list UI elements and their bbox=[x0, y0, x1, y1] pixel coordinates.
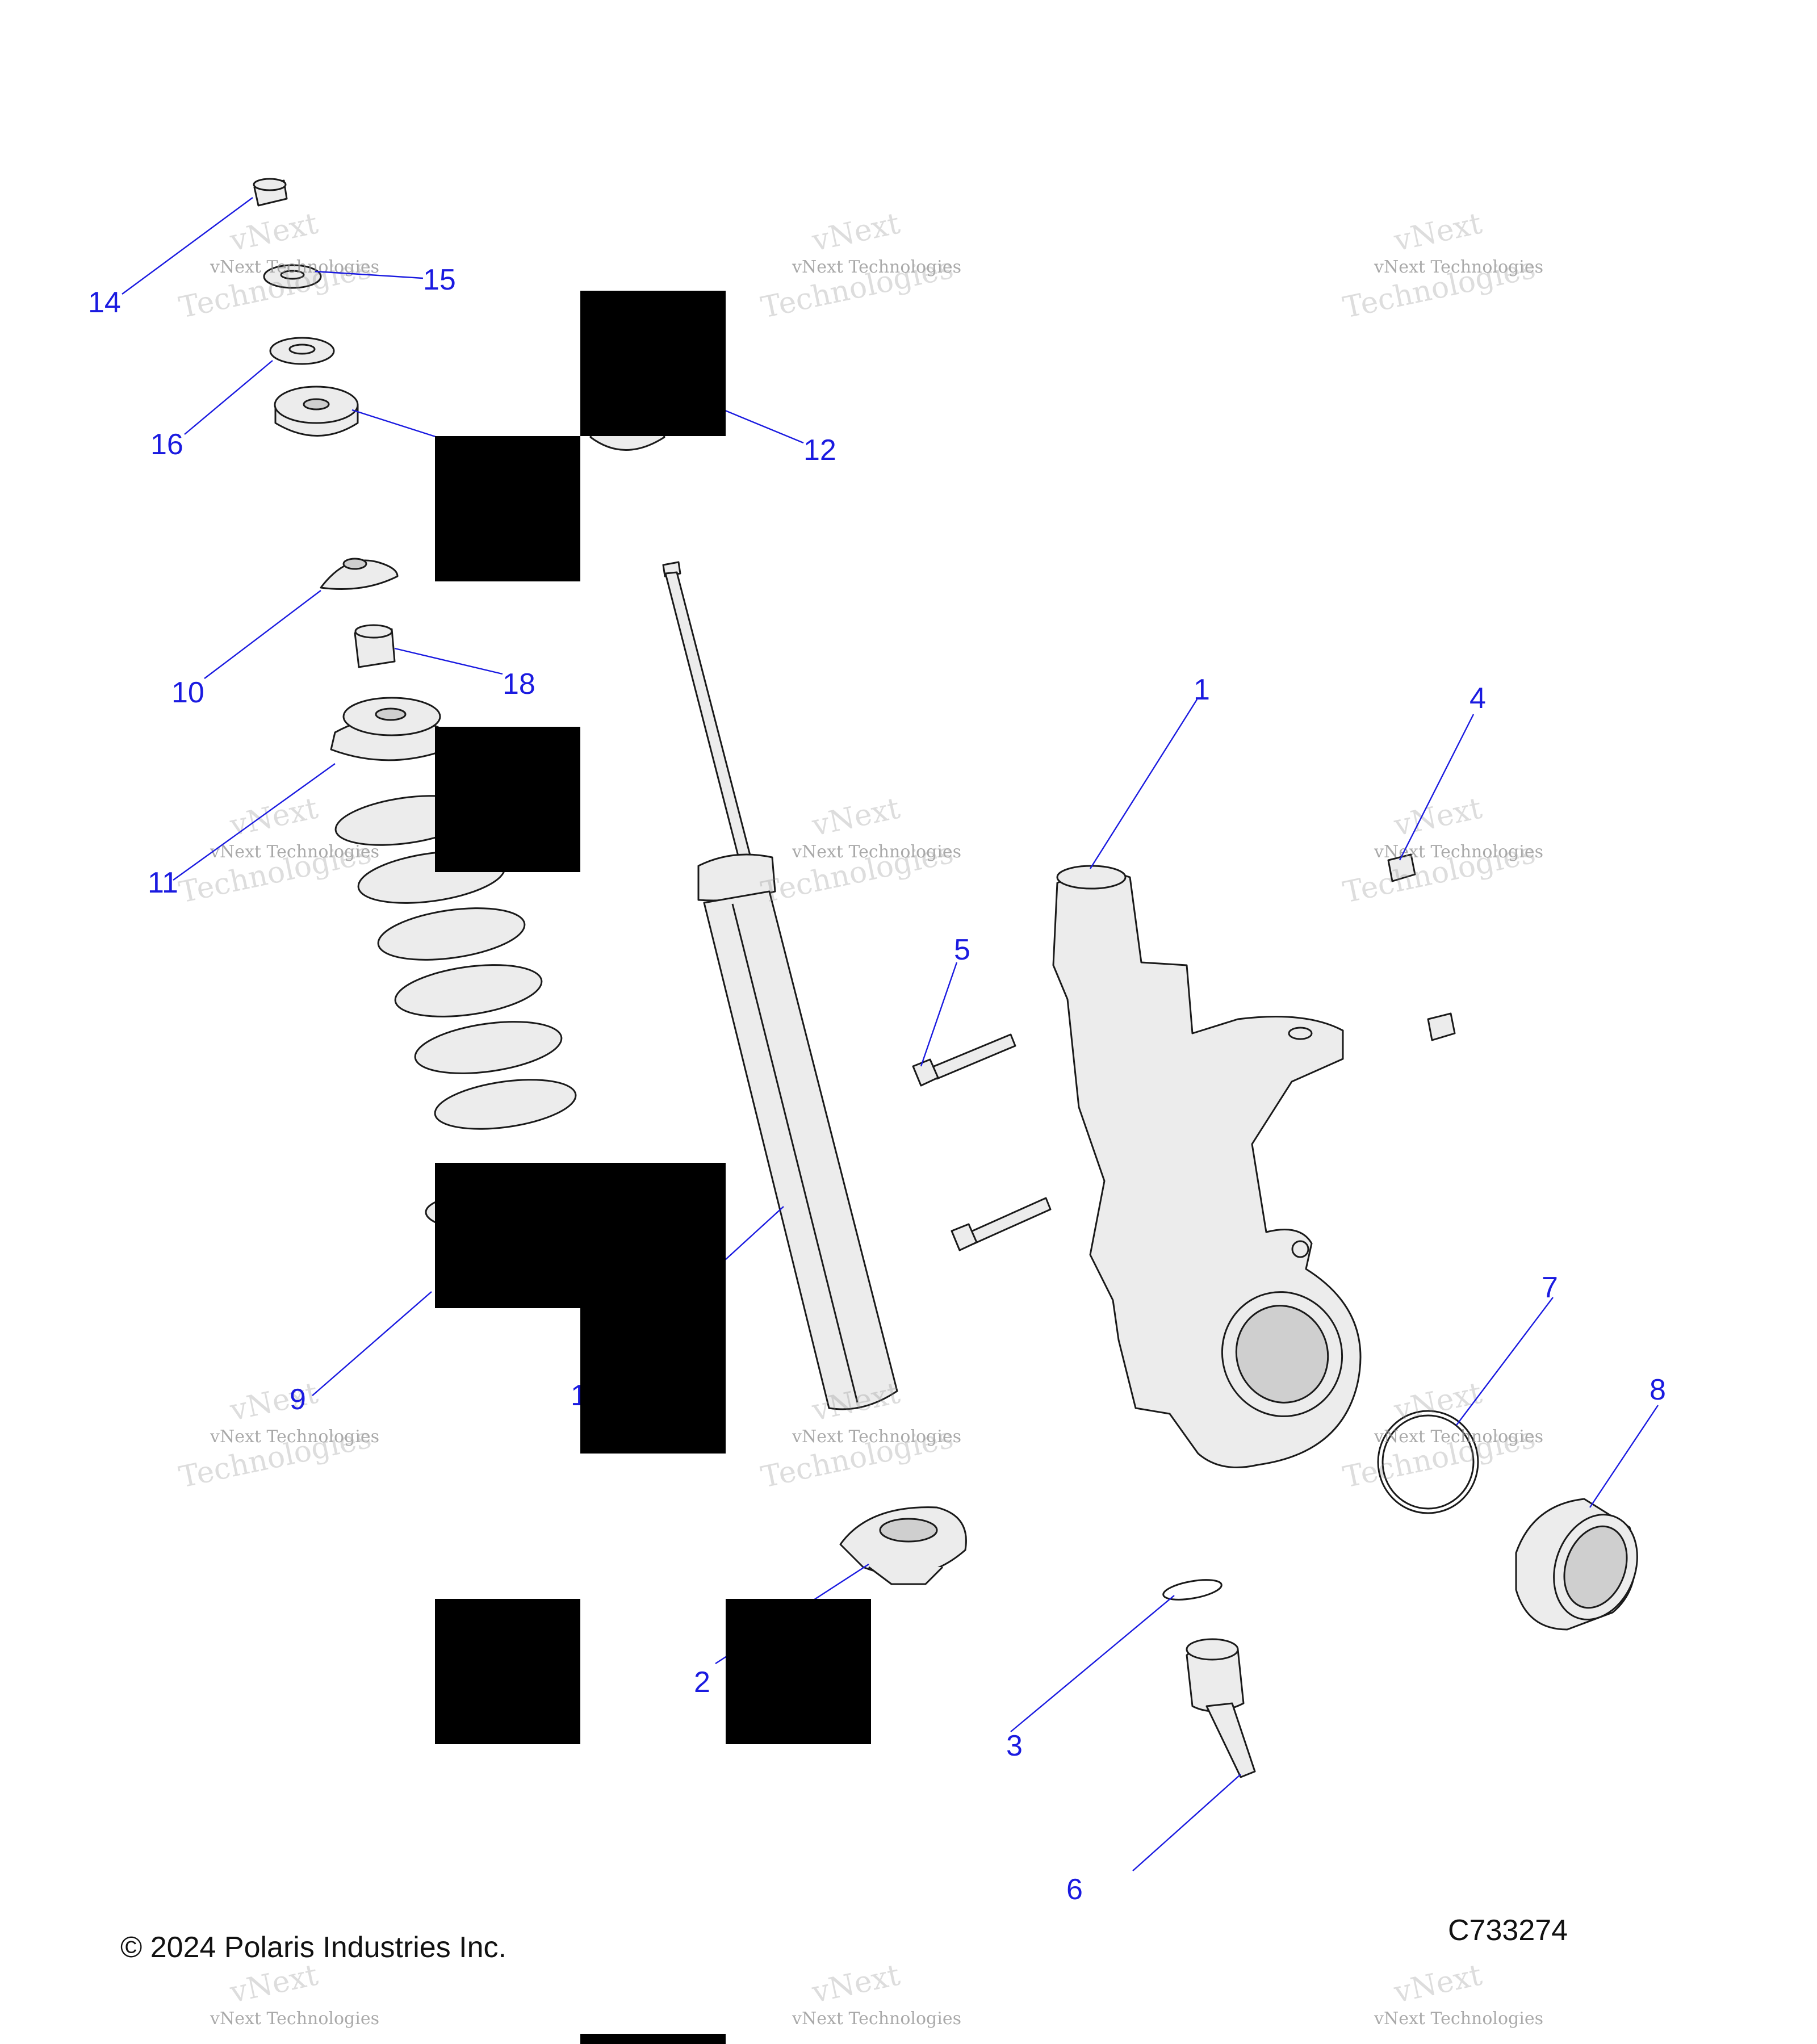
callout-16: 16 bbox=[150, 428, 183, 461]
watermark: vNext Technologies vNext Technologies bbox=[758, 1376, 961, 1495]
redaction-block bbox=[435, 727, 580, 872]
svg-text:vNext Technologies: vNext Technologies bbox=[1374, 257, 1543, 277]
svg-text:vNext: vNext bbox=[227, 1376, 321, 1428]
callout-7: 7 bbox=[1542, 1271, 1558, 1304]
callout-4: 4 bbox=[1469, 682, 1486, 715]
callout-1: 1 bbox=[1194, 673, 1210, 706]
svg-text:vNext: vNext bbox=[1391, 207, 1485, 258]
svg-text:vNext: vNext bbox=[1391, 791, 1485, 843]
watermark: vNext Technologies vNext bbox=[1374, 1958, 1543, 2029]
svg-text:vNext Technologies: vNext Technologies bbox=[1374, 2009, 1543, 2029]
part-11-spring-seat bbox=[330, 697, 455, 761]
redaction-block bbox=[580, 2034, 726, 2044]
watermark: vNext Technologies vNext bbox=[792, 1958, 961, 2029]
callout-2: 2 bbox=[694, 1666, 710, 1699]
part-5-bolt-lower bbox=[951, 1197, 1052, 1251]
leader-lines bbox=[122, 197, 1659, 1871]
part-1-knuckle bbox=[1052, 865, 1362, 1468]
redaction-blocks bbox=[435, 291, 871, 2044]
part-3-snap-ring bbox=[1162, 1579, 1223, 1601]
callout-6: 6 bbox=[1066, 1873, 1083, 1906]
redaction-block bbox=[726, 1599, 871, 1744]
svg-text:vNext: vNext bbox=[1391, 1376, 1485, 1428]
part-7-snap-ring bbox=[1377, 1410, 1479, 1514]
watermark: vNext Technologies vNext Technologies bbox=[176, 1376, 379, 1495]
callout-18: 18 bbox=[503, 668, 535, 701]
part-9-coil-spring bbox=[334, 795, 577, 1232]
redaction-block bbox=[580, 1308, 726, 1454]
svg-text:vNext Technologies: vNext Technologies bbox=[792, 2009, 961, 2029]
callout-9: 9 bbox=[290, 1383, 306, 1416]
redaction-block bbox=[435, 1599, 580, 1744]
svg-text:vNext: vNext bbox=[809, 207, 903, 258]
callout-8: 8 bbox=[1649, 1373, 1666, 1406]
callout-3: 3 bbox=[1006, 1729, 1023, 1762]
part-18-nut bbox=[354, 624, 396, 668]
callout-14: 14 bbox=[88, 286, 121, 319]
watermark-group: vNext Technologies vNext Technologies vN… bbox=[176, 207, 1543, 2029]
callout-12: 12 bbox=[803, 434, 836, 467]
watermark: vNext Technologies vNext Technologies bbox=[758, 207, 961, 325]
watermark: vNext Technologies vNext Technologies bbox=[1340, 1376, 1543, 1495]
callout-10: 10 bbox=[171, 676, 204, 709]
svg-text:vNext Technologies: vNext Technologies bbox=[1374, 1427, 1543, 1447]
part-13-strut bbox=[662, 561, 898, 1410]
watermark: vNext Technologies vNext bbox=[210, 1958, 379, 2029]
svg-text:vNext: vNext bbox=[227, 1958, 321, 2010]
svg-text:vNext Technologies: vNext Technologies bbox=[792, 842, 961, 862]
svg-text:vNext: vNext bbox=[809, 791, 903, 843]
copyright-notice: © 2024 Polaris Industries Inc. bbox=[120, 1931, 506, 1964]
watermark: vNext Technologies vNext Technologies bbox=[758, 791, 961, 910]
redaction-block bbox=[435, 1163, 726, 1308]
part-8-bearing bbox=[1515, 1498, 1638, 1631]
watermark: vNext Technologies vNext Technologies bbox=[176, 791, 379, 910]
part-4-nut-upper bbox=[1387, 853, 1416, 882]
part-2-lower-bracket bbox=[839, 1506, 967, 1585]
watermark: vNext Technologies vNext Technologies bbox=[1340, 207, 1543, 325]
part-4-nut-lower bbox=[1427, 1012, 1456, 1041]
part-5-bolt-upper bbox=[912, 1033, 1016, 1087]
svg-text:vNext Technologies: vNext Technologies bbox=[792, 257, 961, 277]
callout-11: 11 bbox=[148, 866, 178, 899]
part-14-nut bbox=[253, 178, 288, 207]
callout-5: 5 bbox=[954, 933, 970, 966]
part-16-washer bbox=[269, 337, 335, 365]
watermark: vNext Technologies vNext Technologies bbox=[176, 207, 379, 325]
svg-text:vNext: vNext bbox=[809, 1958, 903, 2010]
svg-text:vNext Technologies: vNext Technologies bbox=[1374, 842, 1543, 862]
part-15-washer bbox=[263, 264, 322, 289]
svg-text:vNext: vNext bbox=[1391, 1958, 1485, 2010]
svg-text:vNext Technologies: vNext Technologies bbox=[210, 2009, 379, 2029]
svg-text:vNext: vNext bbox=[227, 791, 321, 843]
redaction-block bbox=[580, 291, 726, 436]
svg-text:vNext Technologies: vNext Technologies bbox=[210, 1427, 379, 1447]
drawing-number: C733274 bbox=[1448, 1914, 1568, 1947]
redaction-block bbox=[435, 436, 580, 581]
svg-text:vNext Technologies: vNext Technologies bbox=[792, 1427, 961, 1447]
part-mount-bushing bbox=[274, 386, 359, 437]
svg-text:vNext: vNext bbox=[227, 207, 321, 258]
watermark: vNext Technologies vNext Technologies bbox=[1340, 791, 1543, 910]
part-10-dome-cap bbox=[320, 558, 399, 590]
callout-labels: 6 14 15 16 12 10 18 1 4 11 5 7 8 9 1 2 3 bbox=[88, 263, 1666, 1906]
part-6-ball-joint bbox=[1186, 1638, 1256, 1778]
svg-text:vNext Technologies: vNext Technologies bbox=[210, 842, 379, 862]
callout-15: 15 bbox=[423, 263, 456, 296]
